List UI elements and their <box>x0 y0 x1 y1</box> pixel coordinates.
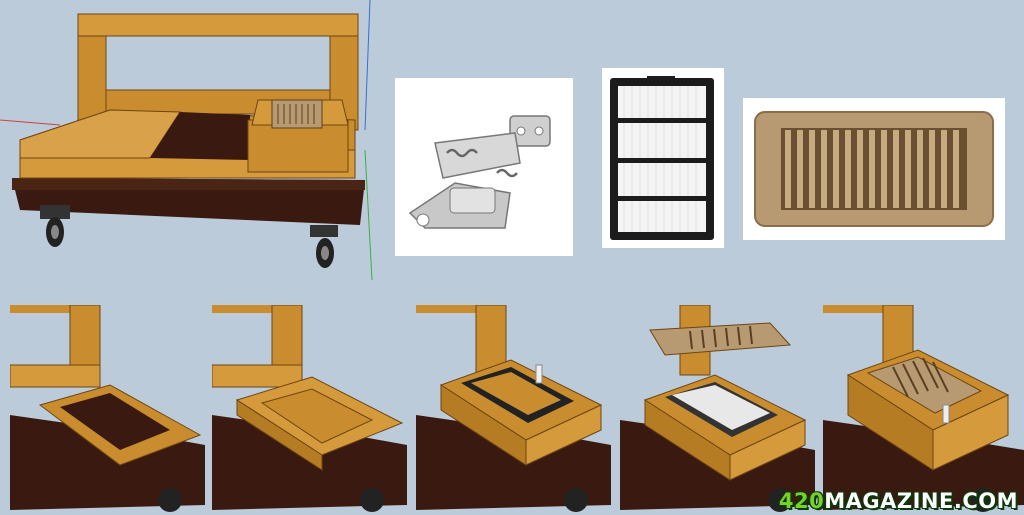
watermark-suffix: .COM <box>953 489 1018 513</box>
step-5-assembled <box>823 305 1024 515</box>
step-2-box <box>212 305 407 515</box>
toggle-latch-photo <box>395 78 573 256</box>
hepa-filter-photo <box>602 68 724 248</box>
step-4-filter-and-vent <box>620 305 815 515</box>
step-3-filter-seat <box>416 305 611 515</box>
step-1-frame <box>10 305 205 515</box>
site-watermark: 420MAGAZINE.COM <box>779 489 1018 513</box>
cart-model-render <box>0 0 380 280</box>
watermark-brand: MAGAZINE <box>824 489 954 513</box>
floor-vent-photo <box>743 98 1005 240</box>
watermark-prefix: 420 <box>778 489 825 513</box>
